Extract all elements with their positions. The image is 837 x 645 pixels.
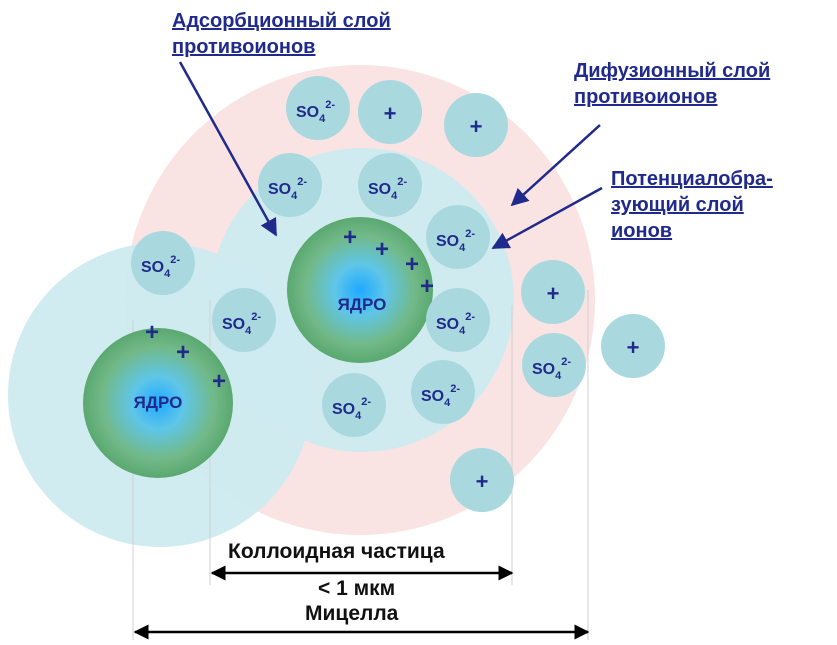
particle-size-label: < 1 мкм	[318, 577, 396, 600]
plus-sign: +	[405, 251, 419, 278]
sulfate-ion-circle	[131, 231, 195, 295]
sulfate-label: SO42-	[332, 396, 371, 422]
diffusion-label-line: Дифузионный слой	[574, 60, 771, 82]
core-plus-ions: + + + + + + +	[145, 224, 434, 395]
diffusion-pointer-arrow	[510, 124, 601, 207]
plus-sign: +	[384, 101, 397, 126]
sulfate-ion-circle	[522, 333, 586, 397]
sulfate-ion-circle	[286, 76, 350, 140]
cation-circle	[521, 260, 585, 324]
micelle-label: Мицелла	[305, 602, 399, 625]
plus-sign: +	[375, 236, 389, 263]
sulfate-ion-circle	[322, 373, 386, 437]
sulfate-label: SO42-	[421, 383, 460, 409]
sulfate-ion-circle	[426, 205, 490, 269]
plus-sign: +	[470, 114, 483, 139]
sulfate-label: SO42-	[368, 176, 407, 202]
diffusion-layer-label: Дифузионный слой противоионов	[574, 58, 770, 110]
main-core-label: ЯДРО	[338, 295, 387, 314]
diffusion-label-line: противоионов	[574, 86, 718, 108]
plus-sign: +	[343, 224, 357, 251]
potential-label-line: зующий слой	[611, 194, 744, 216]
sulfate-label: SO42-	[436, 228, 475, 254]
adsorption-label-line: противоионов	[172, 36, 316, 58]
cation-circle	[450, 448, 514, 512]
plus-sign: +	[145, 319, 159, 346]
plus-sign: +	[176, 339, 190, 366]
adsorption-layer-label: Адсорбционный слой противоионов	[172, 8, 391, 60]
sulfate-label: SO42-	[268, 176, 307, 202]
adsorption-label-line: Адсорбционный слой	[172, 10, 391, 32]
left-core	[83, 328, 233, 478]
sulfate-label: SO42-	[222, 311, 261, 337]
sulfate-ions	[131, 76, 586, 437]
sulfate-label: SO42-	[296, 99, 335, 125]
sulfate-label: SO42-	[141, 254, 180, 280]
potential-label-line: Потенциалобра-	[611, 168, 773, 190]
potential-layer-label: Потенциалобра- зующий слой ионов	[611, 166, 773, 244]
cation-circle	[444, 93, 508, 157]
sulfate-label: SO42-	[436, 311, 475, 337]
sulfate-label: SO42-	[532, 356, 571, 382]
sulfate-ion-circle	[358, 153, 422, 217]
cation-counterions: + + + + +	[358, 80, 665, 512]
sulfate-ion-circle	[258, 153, 322, 217]
sulfate-ion-circle	[411, 360, 475, 424]
left-core-label: ЯДРО	[134, 393, 183, 412]
main-core	[287, 217, 433, 363]
sulfate-ion-circle	[212, 288, 276, 352]
plus-sign: +	[420, 273, 434, 300]
sulfate-ion-labels: SO42- SO42- SO42- SO42- SO42- SO42- SO42…	[141, 99, 571, 422]
sulfate-ion-circle	[426, 288, 490, 352]
colloid-particle-label: Коллоидная частица	[228, 540, 445, 563]
plus-sign: +	[547, 281, 560, 306]
potential-pointer-arrow	[491, 186, 603, 250]
cation-circle	[601, 314, 665, 378]
adsorption-pointer-arrow	[178, 61, 278, 237]
plus-sign: +	[476, 469, 489, 494]
plus-sign: +	[212, 368, 226, 395]
cation-circle	[358, 80, 422, 144]
potential-label-line: ионов	[611, 220, 673, 242]
plus-sign: +	[627, 335, 640, 360]
